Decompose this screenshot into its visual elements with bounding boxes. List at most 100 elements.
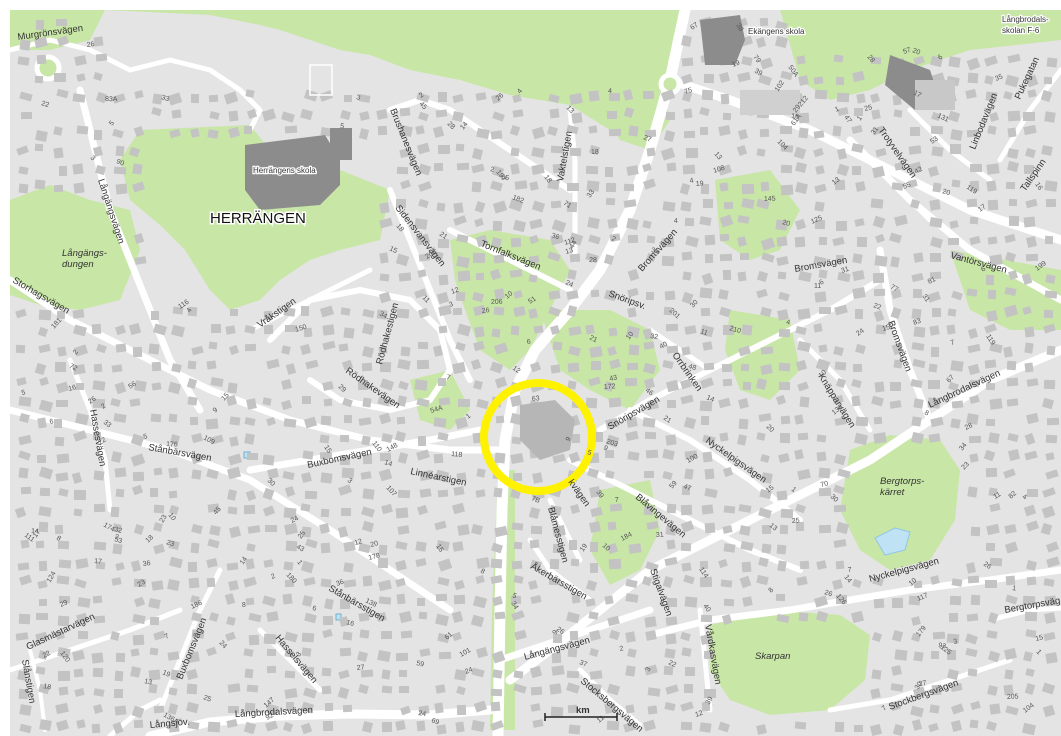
- house-number: 210: [728, 325, 741, 335]
- house-number: 3: [346, 477, 354, 485]
- house-number: 26: [86, 41, 95, 49]
- house-building: [741, 56, 753, 66]
- house-building: [133, 719, 144, 729]
- house-building: [911, 431, 924, 445]
- house-building: [605, 434, 620, 448]
- house-building: [114, 381, 127, 395]
- house-building: [814, 291, 827, 303]
- house-building: [188, 577, 200, 589]
- house-building: [115, 183, 128, 195]
- house-building: [73, 344, 89, 357]
- house-building: [778, 452, 790, 464]
- house-building: [528, 308, 538, 319]
- house-building: [722, 112, 732, 121]
- house-building: [378, 579, 392, 592]
- house-building: [1025, 253, 1039, 262]
- house-building: [761, 524, 772, 535]
- house-building: [795, 521, 805, 532]
- house-building: [551, 652, 562, 664]
- house-building: [664, 556, 678, 567]
- house-building: [77, 630, 89, 640]
- house-building: [395, 253, 410, 267]
- house-building: [436, 202, 446, 212]
- house-building: [1046, 57, 1058, 68]
- house-building: [1024, 450, 1038, 461]
- house-building: [378, 468, 393, 482]
- house-building: [797, 432, 809, 441]
- house-building: [55, 719, 70, 732]
- house-building: [282, 593, 293, 605]
- house-building: [548, 577, 561, 586]
- house-building: [779, 524, 789, 535]
- house-building: [18, 688, 29, 700]
- house-building: [931, 684, 942, 696]
- house-building: [567, 704, 578, 714]
- house-building: [153, 543, 165, 555]
- house-building: [492, 111, 505, 122]
- house-building: [816, 434, 827, 443]
- house-building: [852, 253, 863, 264]
- house-number: 43: [295, 544, 305, 554]
- house-building: [642, 328, 654, 340]
- house-building: [417, 341, 429, 350]
- house-building: [642, 417, 656, 428]
- house-building: [794, 181, 809, 195]
- house-building: [19, 704, 32, 716]
- house-building: [72, 163, 84, 175]
- house-building: [625, 631, 636, 643]
- school-label-herrangen: Herrängens skola: [253, 166, 316, 175]
- house-building: [986, 163, 1000, 175]
- house-building: [947, 668, 959, 681]
- house-building: [776, 544, 787, 555]
- house-building: [1042, 487, 1056, 498]
- house-number: 25: [297, 530, 307, 541]
- house-building: [493, 254, 505, 264]
- house-number: 31: [870, 126, 880, 137]
- house-building: [664, 702, 676, 711]
- house-building: [435, 593, 448, 602]
- house-building: [284, 579, 295, 588]
- house-building: [607, 521, 617, 531]
- house-number: 3: [953, 638, 958, 646]
- house-building: [947, 110, 961, 123]
- house-building: [833, 484, 845, 495]
- house-building: [855, 181, 866, 192]
- house-building: [737, 236, 747, 247]
- house-building: [589, 629, 601, 642]
- house-building: [891, 288, 902, 300]
- house-building: [719, 253, 733, 262]
- house-building: [699, 377, 715, 389]
- house-building: [818, 236, 828, 246]
- house-building: [378, 291, 392, 304]
- house-building: [16, 377, 27, 386]
- house-building: [552, 453, 566, 464]
- house-building: [893, 359, 903, 369]
- park-label-langangsdungen: Långängs-dungen: [62, 248, 107, 270]
- house-building: [73, 668, 84, 678]
- house-building: [76, 612, 88, 624]
- house-building: [1025, 668, 1035, 677]
- house-building: [609, 358, 621, 370]
- house-building: [680, 73, 694, 85]
- house-building: [15, 308, 27, 319]
- house-building: [320, 415, 332, 426]
- house-building: [889, 232, 902, 244]
- house-building: [1026, 576, 1037, 586]
- house-building: [797, 308, 811, 320]
- map-canvas[interactable]: HERRÄNGEN Herrängens skola Ekängens skol…: [10, 10, 1061, 736]
- house-building: [246, 684, 259, 693]
- house-building: [609, 503, 623, 512]
- map-viewport[interactable]: HERRÄNGEN Herrängens skola Ekängens skol…: [10, 10, 1061, 736]
- house-building: [191, 453, 202, 465]
- house-building: [1025, 629, 1037, 638]
- house-building: [1008, 270, 1018, 280]
- house-building: [966, 198, 978, 208]
- house-building: [832, 394, 844, 405]
- house-building: [190, 93, 200, 104]
- house-number: 56: [127, 381, 137, 391]
- house-building: [1021, 273, 1033, 285]
- house-building: [18, 467, 29, 479]
- house-building: [813, 147, 824, 158]
- house-building: [225, 631, 236, 642]
- road-buxbomsvagen-s: [157, 567, 223, 713]
